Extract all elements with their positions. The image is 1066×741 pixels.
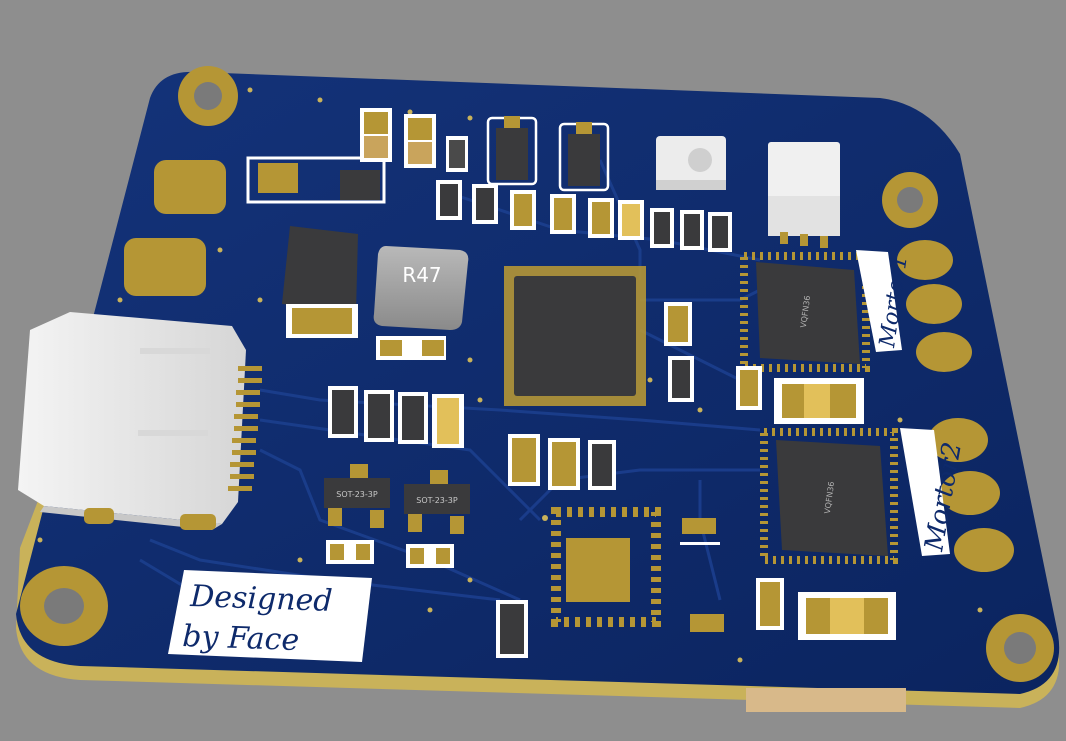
diode-top-left — [246, 156, 386, 204]
mounting-hole-top-right — [882, 172, 938, 228]
power-pad-2 — [124, 238, 206, 296]
motor-driver-2: VQFN36 — [760, 428, 898, 564]
mounting-hole-top-left — [178, 66, 238, 126]
driver-2-marking: VQFN36 — [823, 481, 836, 514]
motor-driver-1: VQFN36 — [740, 252, 870, 372]
tactile-button — [656, 136, 726, 190]
regulator-1-marking: SOT-23-3P — [336, 490, 378, 499]
power-pad-1 — [154, 160, 226, 214]
resistor-under-inductor — [376, 336, 446, 360]
usb-c-connector — [18, 312, 262, 530]
motor2-pads — [928, 418, 1014, 572]
designer-line-1: Designed — [189, 579, 333, 619]
small-caps-regulators — [326, 540, 454, 568]
ic-soic-2 — [558, 122, 610, 192]
pads-bottom-center — [680, 518, 724, 632]
designer-silkscreen: Designed by Face — [168, 570, 372, 662]
caps-mcu-right — [664, 302, 694, 402]
regulator-2-marking: SOT-23-3P — [416, 496, 458, 505]
inductor-marking: R47 — [402, 263, 441, 287]
caps-left-bank — [328, 386, 464, 448]
caps-driver-1 — [736, 366, 864, 424]
mcu-lqfp — [504, 266, 646, 406]
motor1-pads — [897, 240, 972, 372]
bottom-edge-connector — [746, 688, 906, 712]
power-diode — [282, 226, 358, 338]
capacitors-top — [360, 108, 468, 172]
connector-3pin — [768, 142, 840, 248]
motor1-label: Mortor1 — [856, 250, 913, 352]
driver-1-marking: VQFN36 — [799, 295, 812, 328]
caps-driver-2 — [756, 578, 896, 640]
regulator-1: SOT-23-3P — [324, 464, 390, 528]
ic-qfn-center — [551, 507, 661, 627]
regulator-2: SOT-23-3P — [404, 470, 470, 534]
ic-soic-1 — [486, 116, 538, 186]
cap-bottom-left — [496, 600, 528, 658]
designer-line-2: by Face — [182, 619, 300, 658]
mounting-hole-bottom-right — [986, 614, 1054, 682]
mounting-hole-bottom-left — [20, 566, 108, 646]
caps-middle — [508, 434, 616, 490]
resistor-row — [436, 180, 732, 252]
inductor: R47 — [373, 246, 469, 330]
